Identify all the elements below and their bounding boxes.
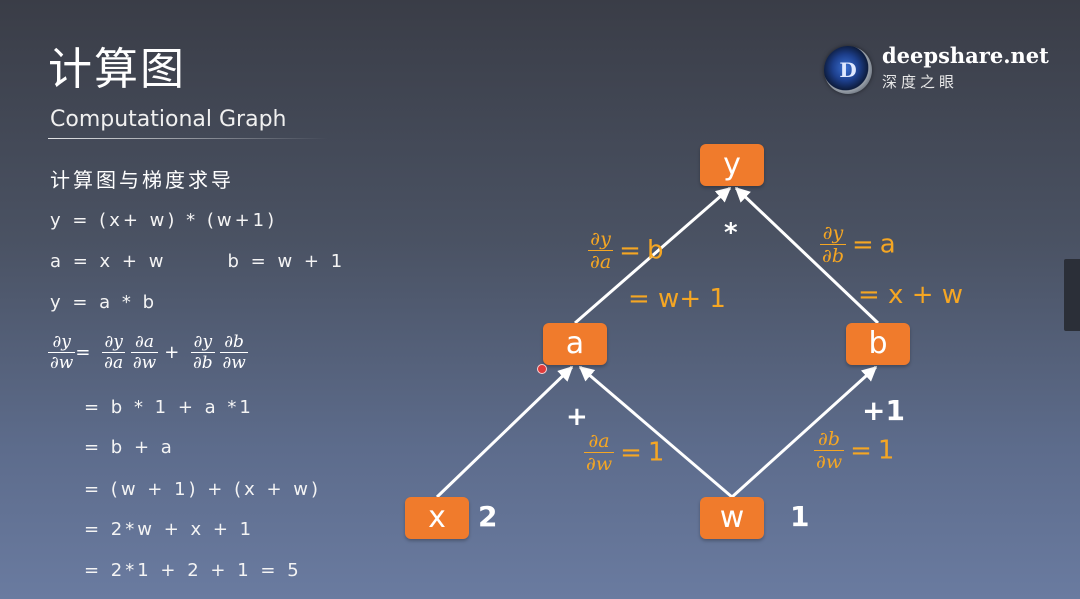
derivative-value: 1 bbox=[877, 435, 895, 466]
equation-y-expanded: y = (x+ w) * (w+1) bbox=[50, 210, 278, 231]
operator-add-one: +1 bbox=[862, 394, 905, 427]
fraction-denominator: ∂a bbox=[102, 352, 126, 373]
edge-x-to-a bbox=[435, 365, 574, 499]
equals-sign: = bbox=[850, 435, 872, 466]
fraction-numerator: ∂y bbox=[104, 332, 123, 352]
derivation-step-2: = b + a bbox=[84, 437, 175, 458]
operator-add: + bbox=[566, 402, 588, 432]
fraction-numerator: ∂b bbox=[224, 332, 244, 352]
equation-a-b-definitions: a = x + w b = w + 1 bbox=[50, 251, 346, 272]
equals-sign: = bbox=[852, 229, 874, 260]
fraction-denominator: ∂b bbox=[191, 352, 215, 373]
derivative-value: a bbox=[879, 229, 896, 260]
graph-node-b: b bbox=[846, 323, 910, 365]
derivation-step-1: = b * 1 + a *1 bbox=[84, 397, 254, 418]
plus-sign: + bbox=[164, 342, 180, 363]
fraction-dy-da: ∂y ∂a bbox=[102, 332, 126, 373]
fraction-denominator: ∂w bbox=[814, 450, 845, 473]
logo-emblem-letter: D bbox=[839, 58, 857, 82]
graph-node-x: x bbox=[405, 497, 469, 539]
fraction-da-dw: ∂a ∂w bbox=[130, 332, 159, 373]
derivative-dy-db-expanded: = x + w bbox=[858, 280, 964, 310]
fraction-dy-db: ∂y ∂b bbox=[191, 332, 215, 373]
logo-wordmark: deepshare.net bbox=[882, 43, 1049, 68]
derivation-step-4: = 2*w + x + 1 bbox=[84, 519, 255, 540]
fraction-numerator: ∂a bbox=[588, 430, 610, 452]
derivative-value: b bbox=[646, 235, 664, 266]
fraction-numerator: ∂y bbox=[52, 332, 71, 352]
equation-y-product: y = a * b bbox=[50, 292, 158, 313]
derivative-dy-da-expanded: = w+ 1 bbox=[628, 284, 726, 314]
fraction-numerator: ∂y bbox=[822, 222, 844, 244]
fraction-denominator: ∂w bbox=[130, 352, 159, 373]
fraction-denominator: ∂w bbox=[584, 452, 615, 475]
edge-w-to-a bbox=[578, 365, 733, 499]
edge-a-to-y bbox=[574, 186, 732, 325]
graph-node-a: a bbox=[543, 323, 607, 365]
title-divider bbox=[48, 138, 328, 139]
derivative-db-dw: ∂b ∂w =1 bbox=[814, 428, 894, 473]
fraction-da-dw-graph: ∂a ∂w bbox=[584, 430, 615, 475]
fraction-dy-db-graph: ∂y ∂b bbox=[820, 222, 846, 267]
edge-b-to-y bbox=[734, 186, 880, 325]
laser-pointer-dot bbox=[537, 364, 547, 374]
value-label-x: 2 bbox=[478, 500, 498, 533]
fraction-denominator: ∂w bbox=[48, 352, 76, 373]
operator-multiply: * bbox=[724, 218, 738, 248]
fraction-denominator: ∂w bbox=[220, 352, 248, 373]
equals-sign: = bbox=[75, 342, 91, 363]
derivation-step-3: = (w + 1) + (x + w) bbox=[84, 479, 322, 500]
fraction-db-dw: ∂b ∂w bbox=[220, 332, 248, 373]
edge-w-to-b bbox=[730, 365, 878, 499]
slide-title: 计算图 bbox=[48, 44, 186, 95]
chain-rule-equation: ∂y ∂w = ∂y ∂a ∂a ∂w + ∂y ∂b ∂b ∂w bbox=[48, 332, 248, 373]
graph-node-w: w bbox=[700, 497, 764, 539]
fraction-dy-da-graph: ∂y ∂a bbox=[588, 228, 614, 273]
slide-subtitle: Computational Graph bbox=[50, 107, 287, 132]
derivative-da-dw: ∂a ∂w =1 bbox=[584, 430, 664, 475]
fraction-numerator: ∂y bbox=[193, 332, 213, 352]
derivation-step-5: = 2*1 + 2 + 1 = 5 bbox=[84, 560, 302, 581]
section-heading: 计算图与梯度求导 bbox=[50, 168, 234, 192]
fraction-db-dw-graph: ∂b ∂w bbox=[814, 428, 845, 473]
equals-sign: = bbox=[620, 437, 642, 468]
derivative-value: 1 bbox=[647, 437, 665, 468]
fraction-numerator: ∂a bbox=[135, 332, 154, 352]
derivative-dy-da: ∂y ∂a =b bbox=[588, 228, 663, 273]
value-label-w: 1 bbox=[790, 500, 810, 533]
derivative-dy-db: ∂y ∂b =a bbox=[820, 222, 896, 267]
fraction-dy-dw: ∂y ∂w bbox=[48, 332, 76, 373]
fraction-numerator: ∂y bbox=[590, 228, 611, 250]
side-scroll-handle[interactable] bbox=[1064, 259, 1080, 331]
fraction-denominator: ∂b bbox=[820, 244, 846, 267]
eye-logo-icon: D bbox=[824, 46, 872, 94]
fraction-denominator: ∂a bbox=[588, 250, 614, 273]
graph-node-y: y bbox=[700, 144, 764, 186]
logo-chinese-name: 深度之眼 bbox=[882, 73, 959, 91]
fraction-numerator: ∂b bbox=[818, 428, 841, 450]
equals-sign: = bbox=[619, 235, 641, 266]
